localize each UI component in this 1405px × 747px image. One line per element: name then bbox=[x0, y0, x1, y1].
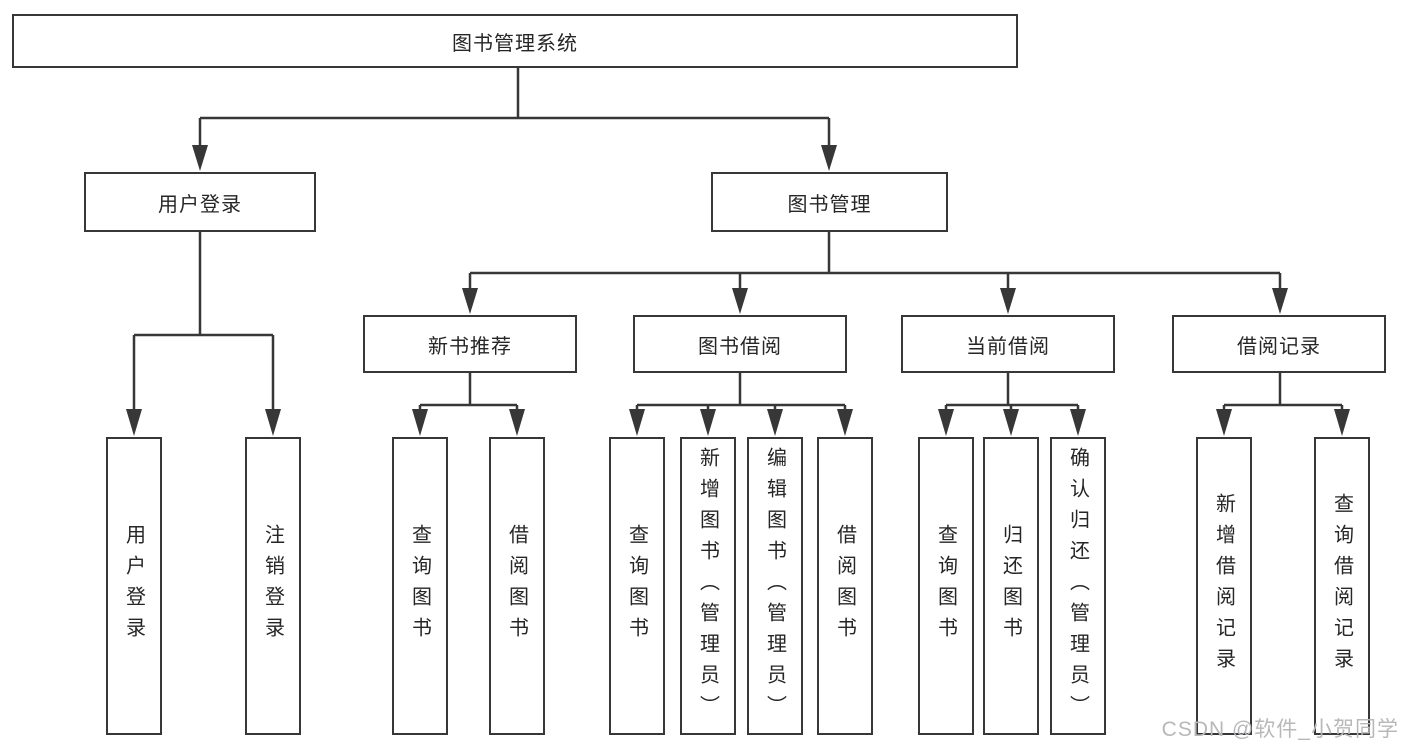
edge-book-mgmt-branch bbox=[468, 232, 1282, 292]
leaf-borrow-books-recommend-label: 借阅图书 bbox=[505, 524, 528, 648]
edge-borrowing-branch bbox=[635, 373, 847, 414]
node-borrowing-records: 借阅记录 bbox=[1172, 315, 1386, 373]
arrow-borrowing bbox=[732, 288, 748, 314]
arrow-leaf-bor-borrow bbox=[837, 409, 853, 436]
node-book-borrowing: 图书借阅 bbox=[633, 315, 847, 373]
node-library-system-label: 图书管理系统 bbox=[452, 32, 578, 55]
edge-records-branch bbox=[1222, 373, 1344, 414]
arrow-leaf-bor-query bbox=[629, 409, 645, 436]
arrow-records bbox=[1272, 288, 1288, 314]
leaf-add-borrow-record: 新增借阅记录 bbox=[1196, 437, 1252, 735]
leaf-query-borrow-record-label: 查询借阅记录 bbox=[1330, 493, 1353, 679]
leaf-query-books-current-label: 查询图书 bbox=[934, 524, 957, 648]
arrow-new-rec bbox=[462, 288, 478, 314]
leaf-query-books-current: 查询图书 bbox=[918, 437, 974, 735]
leaf-user-login-label: 用户登录 bbox=[122, 524, 145, 648]
arrow-leaf-cur-return bbox=[1003, 409, 1019, 436]
arrow-user-login bbox=[192, 145, 208, 171]
leaf-query-books-recommend: 查询图书 bbox=[392, 437, 448, 735]
node-book-borrowing-label: 图书借阅 bbox=[698, 335, 782, 358]
edge-current-branch bbox=[944, 373, 1080, 414]
arrow-leaf-rec-borrow bbox=[509, 409, 525, 436]
leaf-add-books-admin: 新增图书（管理员） bbox=[680, 437, 736, 735]
leaf-user-login: 用户登录 bbox=[106, 437, 162, 735]
arrow-leaf-rec2-add bbox=[1216, 409, 1232, 436]
node-current-borrowing-label: 当前借阅 bbox=[966, 335, 1050, 358]
edge-new-rec-branch bbox=[418, 373, 519, 414]
watermark: CSDN @软件_小贺同学 bbox=[1161, 718, 1399, 741]
leaf-query-books-borrowing-label: 查询图书 bbox=[625, 524, 648, 648]
arrow-leaf-bor-edit bbox=[767, 409, 783, 436]
edge-root-stem bbox=[198, 68, 831, 150]
leaf-return-books: 归还图书 bbox=[983, 437, 1039, 735]
node-book-management: 图书管理 bbox=[711, 172, 948, 232]
arrow-leaf-cur-query bbox=[938, 409, 954, 436]
leaf-edit-books-admin-label: 编辑图书（管理员） bbox=[763, 446, 786, 726]
node-current-borrowing: 当前借阅 bbox=[901, 315, 1115, 373]
arrowheads bbox=[126, 145, 1350, 436]
leaf-logout: 注销登录 bbox=[245, 437, 301, 735]
arrow-leaf-login bbox=[126, 409, 142, 436]
arrow-leaf-logout bbox=[265, 409, 281, 436]
leaf-query-books-borrowing: 查询图书 bbox=[609, 437, 665, 735]
leaf-confirm-return-admin-label: 确认归还（管理员） bbox=[1066, 446, 1089, 726]
arrow-leaf-rec2-query bbox=[1334, 409, 1350, 436]
node-library-system: 图书管理系统 bbox=[12, 14, 1018, 68]
arrow-current bbox=[1000, 288, 1016, 314]
leaf-borrow-books-borrowing-label: 借阅图书 bbox=[833, 524, 856, 648]
leaf-query-borrow-record: 查询借阅记录 bbox=[1314, 437, 1370, 735]
node-new-book-recommend: 新书推荐 bbox=[363, 315, 577, 373]
node-borrowing-records-label: 借阅记录 bbox=[1237, 335, 1321, 358]
node-user-login: 用户登录 bbox=[84, 172, 316, 232]
leaf-borrow-books-recommend: 借阅图书 bbox=[489, 437, 545, 735]
leaf-borrow-books-borrowing: 借阅图书 bbox=[817, 437, 873, 735]
leaf-edit-books-admin: 编辑图书（管理员） bbox=[747, 437, 803, 735]
leaf-return-books-label: 归还图书 bbox=[999, 524, 1022, 648]
leaf-logout-label: 注销登录 bbox=[261, 524, 284, 648]
leaf-confirm-return-admin: 确认归还（管理员） bbox=[1050, 437, 1106, 735]
arrow-book-mgmt bbox=[821, 145, 837, 171]
node-book-management-label: 图书管理 bbox=[787, 193, 872, 216]
leaf-query-books-recommend-label: 查询图书 bbox=[408, 524, 431, 648]
leaf-add-books-admin-label: 新增图书（管理员） bbox=[696, 446, 719, 726]
arrow-leaf-bor-add bbox=[700, 409, 716, 436]
edge-user-login-branch bbox=[132, 232, 275, 412]
node-user-login-label: 用户登录 bbox=[158, 193, 242, 216]
arrow-leaf-rec-query bbox=[412, 409, 428, 436]
arrow-leaf-cur-confirm bbox=[1070, 409, 1086, 436]
node-new-book-recommend-label: 新书推荐 bbox=[428, 335, 512, 358]
leaf-add-borrow-record-label: 新增借阅记录 bbox=[1212, 493, 1235, 679]
